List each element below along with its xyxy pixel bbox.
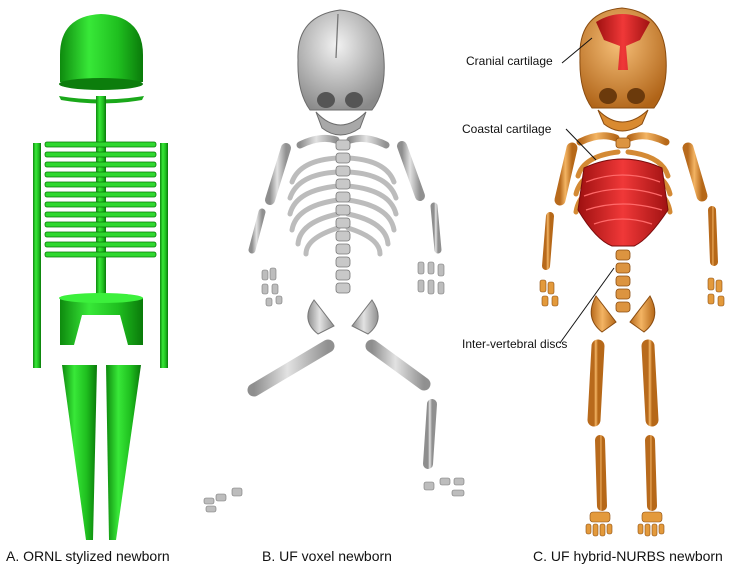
nurbs-left-femur (594, 346, 598, 420)
voxel-right-hand (418, 262, 444, 294)
voxel-right-humerus (402, 146, 420, 196)
stylized-head-base (59, 78, 143, 90)
voxel-right-tibia (428, 404, 432, 464)
nurbs-left-tibia (600, 440, 602, 506)
voxel-skull (298, 10, 384, 110)
stylized-left-leg (62, 365, 97, 540)
voxel-pelvis-right (352, 300, 378, 334)
voxel-eye-right (345, 92, 363, 108)
coastal-cartilage (578, 159, 668, 246)
cranial-cartilage-label: Cranial cartilage (466, 54, 553, 68)
nurbs-eye-right (627, 88, 645, 104)
voxel-left-hand (262, 268, 282, 306)
nurbs-left-hand (540, 280, 558, 306)
voxel-left-foot (204, 488, 242, 512)
stylized-head (60, 14, 143, 82)
stylized-right-arm (160, 143, 168, 368)
nurbs-left-forearm (546, 216, 550, 266)
voxel-eye-left (317, 92, 335, 108)
nurbs-left-foot (586, 512, 612, 536)
nurbs-right-femur (648, 346, 652, 420)
ornl-stylized-model (33, 14, 168, 540)
voxel-right-forearm (434, 206, 438, 250)
coastal-cartilage-label: Coastal cartilage (462, 122, 551, 136)
voxel-left-humerus (270, 148, 286, 200)
voxel-right-femur (372, 346, 424, 384)
voxel-left-forearm (252, 212, 262, 250)
voxel-left-femur (254, 346, 328, 390)
nurbs-right-tibia (650, 440, 652, 506)
stylized-right-leg (106, 365, 141, 540)
uf-voxel-model (204, 10, 464, 512)
nurbs-right-humerus (688, 148, 702, 196)
stylized-pelvis (60, 298, 143, 345)
nurbs-left-humerus (560, 148, 572, 200)
discs-leader-line (560, 268, 614, 343)
inter-vertebral-discs-label: Inter-vertebral discs (462, 337, 567, 351)
nurbs-pelvis-left (591, 296, 616, 332)
nurbs-jaw (598, 110, 648, 131)
uf-nurbs-model (540, 8, 724, 536)
caption-uf-voxel: B. UF voxel newborn (262, 548, 392, 564)
nurbs-eye-left (599, 88, 617, 104)
voxel-right-foot (424, 478, 464, 496)
caption-uf-nurbs: C. UF hybrid-NURBS newborn (533, 548, 723, 564)
nurbs-pelvis-right (630, 296, 655, 332)
voxel-pelvis-left (308, 300, 334, 334)
nurbs-right-hand (708, 278, 724, 306)
caption-ornl-stylized: A. ORNL stylized newborn (6, 548, 170, 564)
voxel-jaw (316, 112, 366, 135)
nurbs-right-foot (638, 512, 664, 536)
nurbs-right-forearm (712, 210, 714, 262)
stylized-left-arm (33, 143, 41, 368)
